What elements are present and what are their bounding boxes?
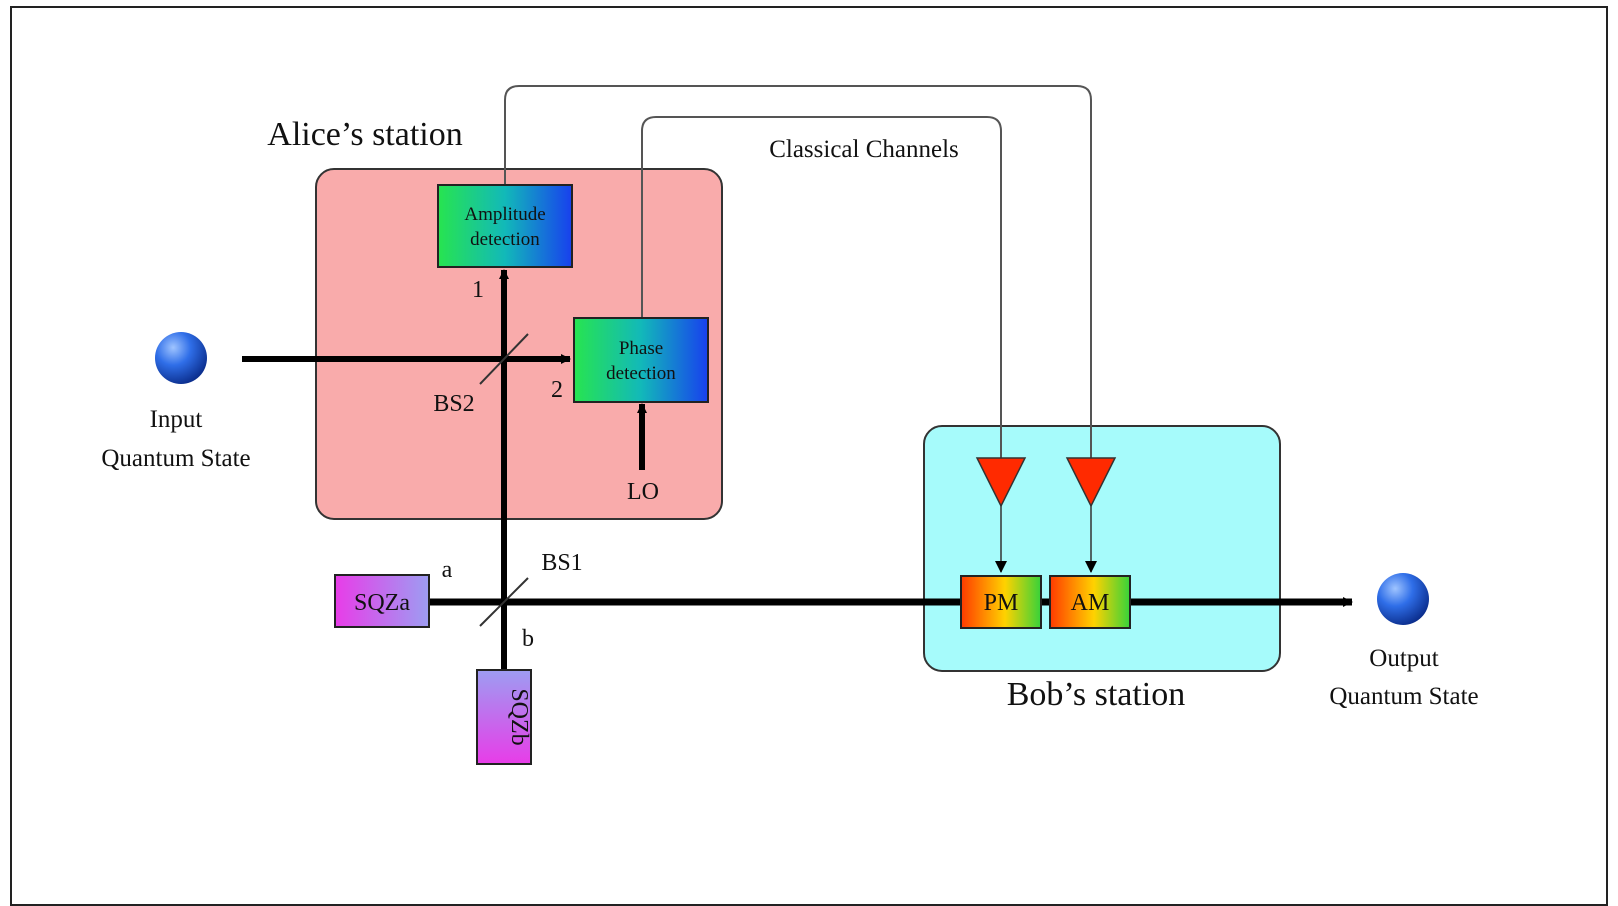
output-label-2: Quantum State (1329, 683, 1478, 710)
am-modulator-box (1049, 575, 1131, 629)
sqzb-label: SQZb (506, 688, 532, 745)
pm-amplifier-icon (975, 457, 1027, 508)
bs2-splitter (479, 333, 529, 385)
bs2-label: BS2 (433, 391, 474, 417)
port-1-label: 1 (472, 277, 484, 303)
input-state-sphere-icon (155, 332, 207, 384)
amplitude-detection-box (437, 184, 573, 268)
port-2-label: 2 (551, 377, 563, 403)
am-amplifier-icon (1065, 457, 1117, 508)
classical-channel-phase (641, 116, 1002, 460)
classical-channel-amplitude (504, 85, 1092, 460)
port-a-label: a (442, 557, 453, 583)
alice-station-title: Alice’s station (267, 116, 462, 153)
teleportation-diagram: Amplitude detection Phase detection PM A… (101, 85, 1479, 765)
port-b-label: b (522, 626, 534, 652)
lo-label: LO (627, 479, 659, 505)
phase-detection-box (573, 317, 709, 403)
bs1-splitter (479, 577, 529, 627)
sqza-label: SQZa (354, 590, 410, 616)
sqza-box (334, 574, 430, 628)
input-label-2: Quantum State (101, 445, 250, 472)
phase-detection-label-1: Phase (619, 338, 663, 359)
output-state-sphere-icon (1377, 573, 1429, 625)
pm-modulator-box (960, 575, 1042, 629)
output-label-1: Output (1369, 645, 1439, 672)
input-label-1: Input (150, 406, 203, 433)
sqzb-box (476, 669, 532, 765)
classical-channels-label: Classical Channels (769, 136, 959, 163)
amplitude-detection-label-1: Amplitude (464, 204, 545, 225)
am-label: AM (1071, 590, 1110, 616)
amplitude-detection-label-2: detection (470, 229, 540, 250)
bs1-label: BS1 (541, 550, 582, 576)
phase-detection-label-2: detection (606, 363, 676, 384)
bob-station-title: Bob’s station (1007, 676, 1186, 713)
pm-label: PM (984, 590, 1019, 616)
